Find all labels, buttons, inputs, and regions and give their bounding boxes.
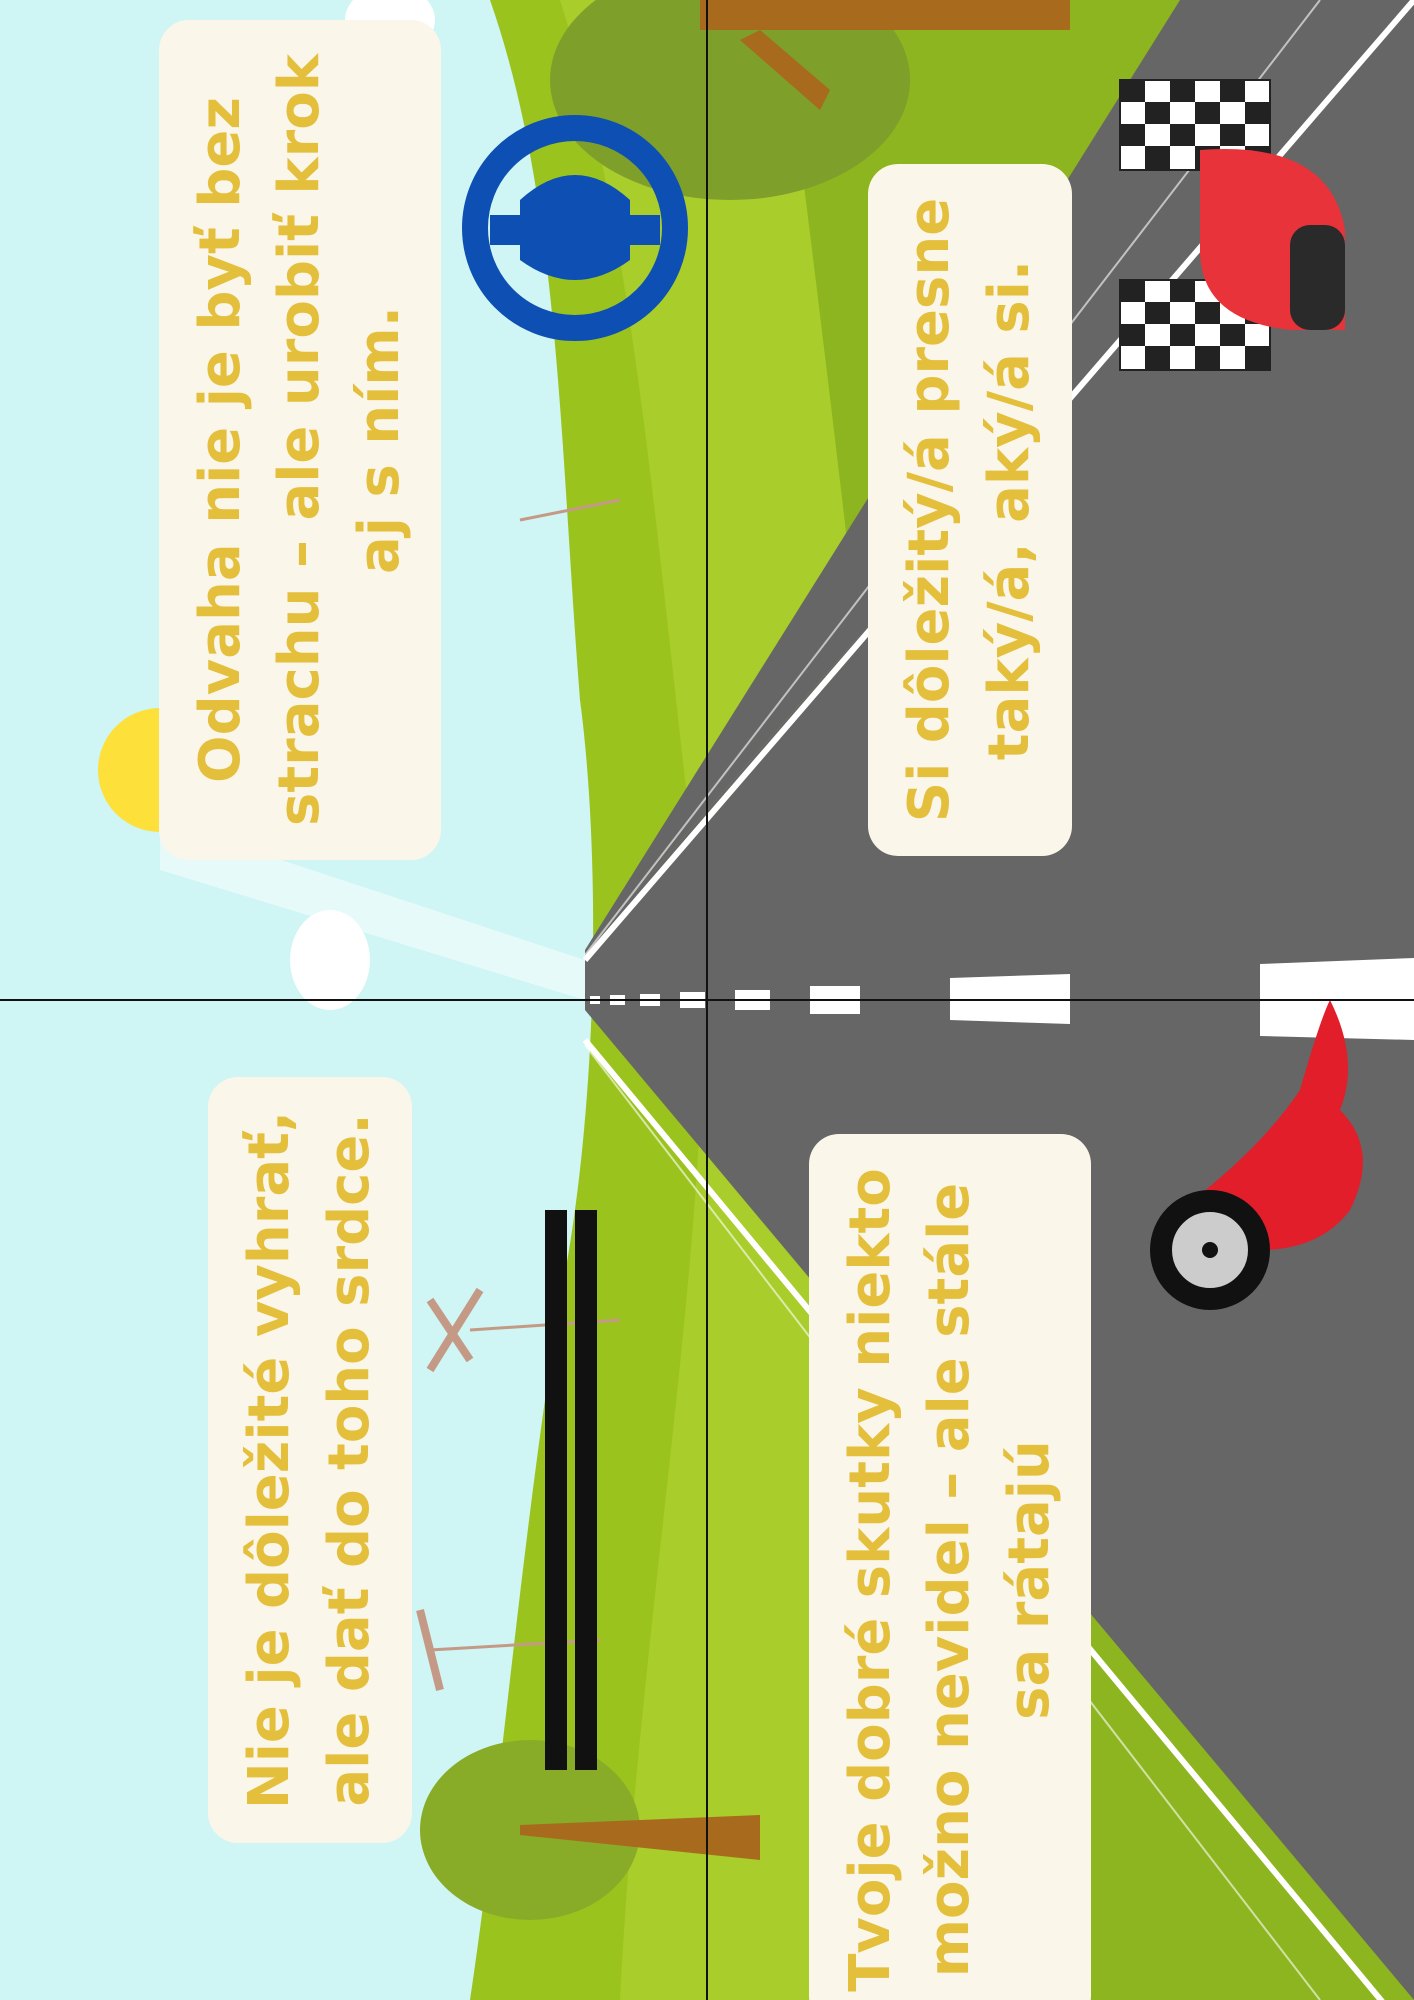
card-bottom-right: Tvoje dobré skutky niekto možno nevidel … [808,1134,1092,2000]
card-top-right: Si dôležitý/á presne taký/á, aký/á si. [860,140,1080,880]
card-bottom-right-line-3: sa rátajú [996,1440,1062,1720]
tire-track-icon [545,1210,597,1770]
helmet-icon [1200,149,1345,330]
card-top-right-line-1: Si dôležitý/á presne [897,197,963,823]
card-bottom-left-line-2: ale dať do toho srdce. [317,1113,382,1807]
flaming-wheel-icon [1150,1000,1363,1310]
card-top-left-line-3: aj s ním. [346,306,412,574]
card-top-right-line-2: taký/á, aký/á si. [977,259,1042,761]
card-top-left-line-1: Odvaha nie je byť bez [187,97,253,783]
card-bottom-left: Nie je dôležité vyhrať, ale dať do toho … [200,1076,420,1844]
tree-icon [420,1740,760,1920]
steering-wheel-icon [462,115,688,341]
card-bottom-right-bubble: Tvoje dobré skutky niekto možno nevidel … [808,1134,1092,2000]
card-top-right-bubble: Si dôležitý/á presne taký/á, aký/á si. [868,163,1072,857]
card-top-left: Odvaha nie je byť bez strachu – ale urob… [158,20,442,860]
card-top-left-line-2: strachu – ale urobiť krok [267,54,333,826]
card-bottom-right-line-2: možno nevidel – ale stále [917,1182,983,1978]
sun-beam [160,820,585,1000]
card-bottom-right-line-1: Tvoje dobré skutky niekto [837,1168,903,1992]
card-bottom-left-bubble: Nie je dôležité vyhrať, ale dať do toho … [208,1076,412,1844]
card-top-left-bubble: Odvaha nie je byť bez strachu – ale urob… [158,20,442,860]
card-bottom-left-line-1: Nie je dôležité vyhrať, [237,1110,303,1810]
